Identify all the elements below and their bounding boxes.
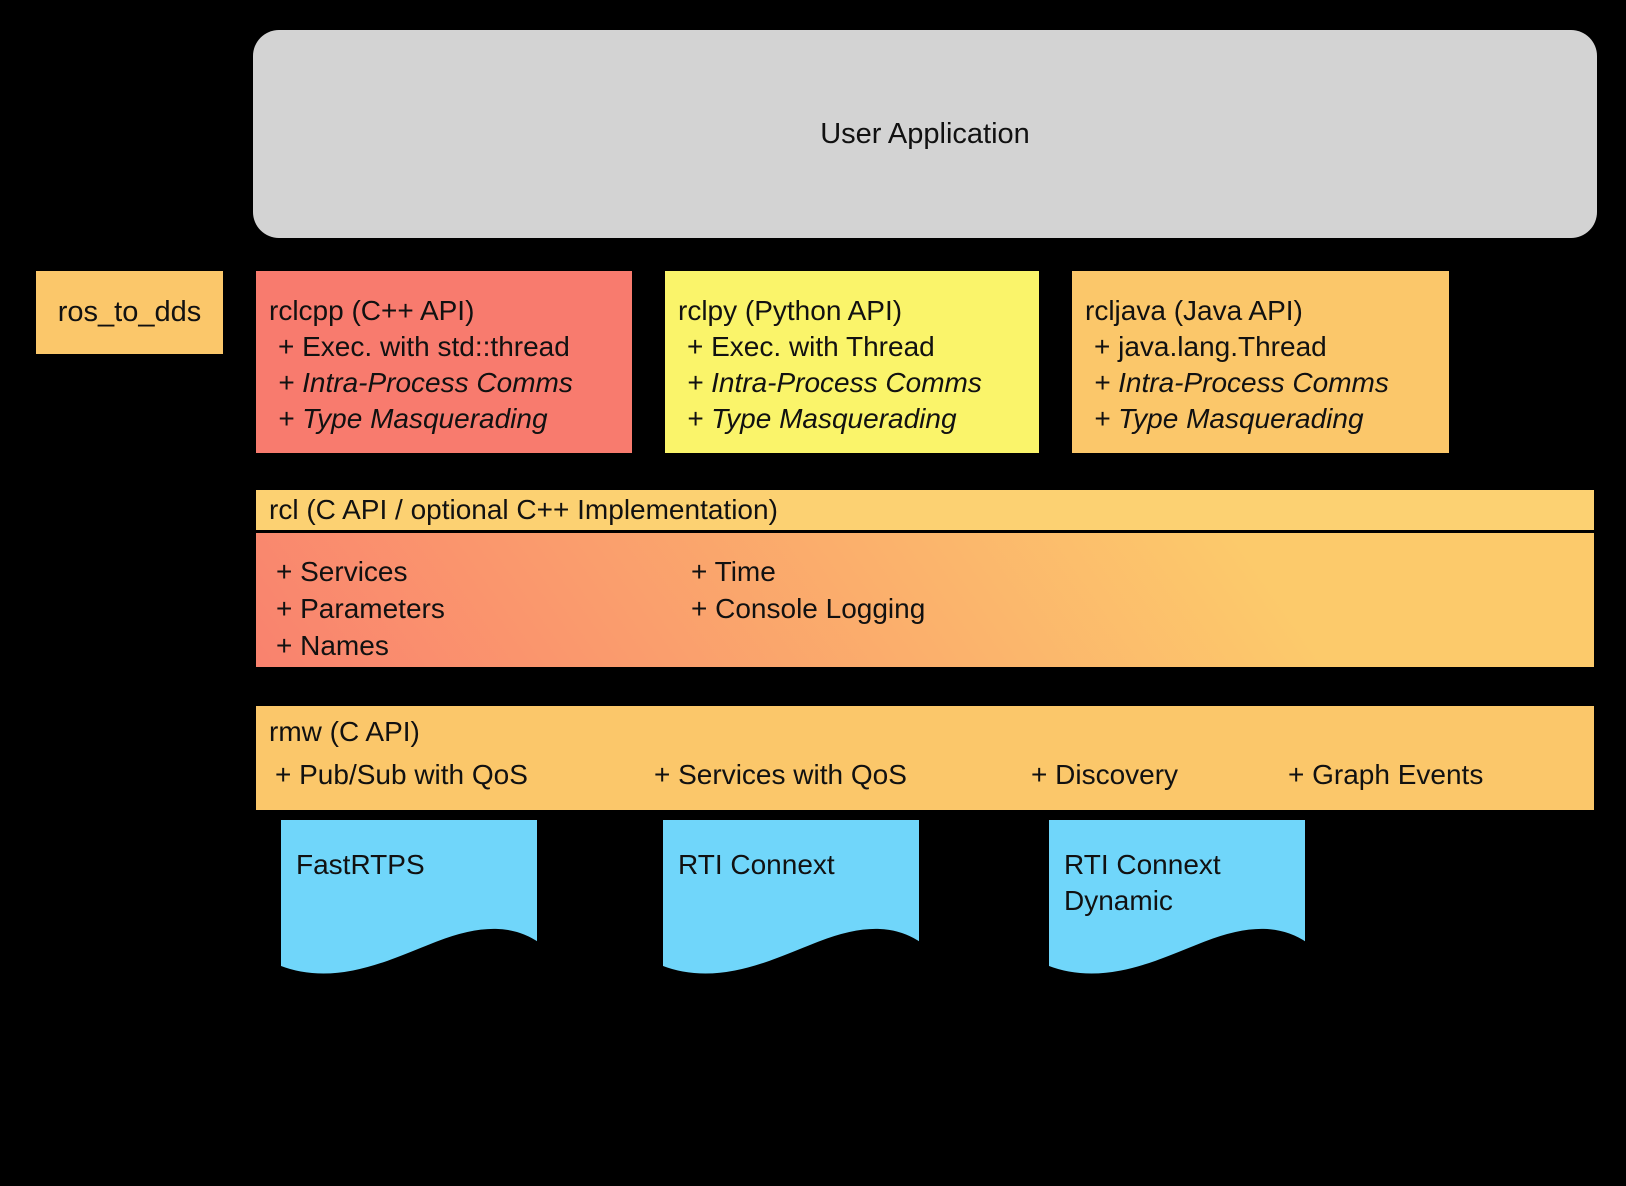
dds-box-fastrtps: FastRTPS [278, 817, 540, 987]
rcljava-item: + java.lang.Thread [1094, 331, 1327, 362]
dds-label-rti-connext-dynamic: RTI Connext Dynamic [1064, 849, 1221, 916]
rcl-item: + Console Logging [691, 593, 926, 624]
rcljava-box: rcljava (Java API) + java.lang.Thread + … [1069, 268, 1452, 456]
rcl-item: + Time [691, 556, 776, 587]
rcl-item: + Names [276, 630, 389, 661]
rclpy-item: + Type Masquerading [687, 403, 957, 434]
rclcpp-title: rclcpp (C++ API) [269, 295, 475, 326]
rcl-header-box: rcl (C API / optional C++ Implementation… [253, 487, 1597, 533]
rclpy-item: + Exec. with Thread [687, 331, 935, 362]
user-application-label: User Application [820, 117, 1030, 150]
rcl-right-column: + Time + Console Logging [691, 553, 925, 627]
rmw-item: + Services with QoS [654, 759, 907, 790]
rclpy-box: rclpy (Python API) + Exec. with Thread +… [662, 268, 1042, 456]
rcl-header-label: rcl (C API / optional C++ Implementation… [269, 494, 778, 525]
wave-shape [278, 817, 540, 977]
ros-to-dds-label: ros_to_dds [57, 296, 202, 328]
rcl-item: + Parameters [276, 593, 445, 624]
rcl-left-column: + Services + Parameters + Names [276, 553, 445, 664]
rmw-item: + Pub/Sub with QoS [275, 759, 528, 790]
rcl-body-box: + Services + Parameters + Names + Time +… [253, 530, 1597, 670]
wave-shape [660, 817, 922, 977]
rmw-item: + Discovery [1031, 759, 1179, 790]
dds-label-fastrtps: FastRTPS [296, 849, 425, 880]
rcljava-item: + Intra-Process Comms [1094, 367, 1389, 398]
rmw-box: rmw (C API) + Pub/Sub with QoS + Service… [253, 703, 1597, 813]
rclcpp-item: + Exec. with std::thread [278, 331, 570, 362]
wave-shape [1046, 817, 1308, 977]
rclpy-title: rclpy (Python API) [678, 295, 903, 326]
dds-box-rti-connext-dynamic: RTI Connext Dynamic [1046, 817, 1308, 987]
dds-label-rti-connext: RTI Connext [678, 849, 835, 880]
dds-box-rti-connext: RTI Connext [660, 817, 922, 987]
rclpy-item: + Intra-Process Comms [687, 367, 982, 398]
rmw-title: rmw (C API) [269, 716, 420, 747]
ros-to-dds-box: ros_to_dds [33, 268, 226, 357]
rmw-item: + Graph Events [1288, 759, 1484, 790]
rcl-item: + Services [276, 556, 408, 587]
rclcpp-item: + Intra-Process Comms [278, 367, 573, 398]
rclcpp-item: + Type Masquerading [278, 403, 548, 434]
user-application-box: User Application [253, 30, 1597, 238]
rcljava-item: + Type Masquerading [1094, 403, 1364, 434]
rcljava-title: rcljava (Java API) [1085, 295, 1303, 326]
rclcpp-box: rclcpp (C++ API) + Exec. with std::threa… [253, 268, 635, 456]
